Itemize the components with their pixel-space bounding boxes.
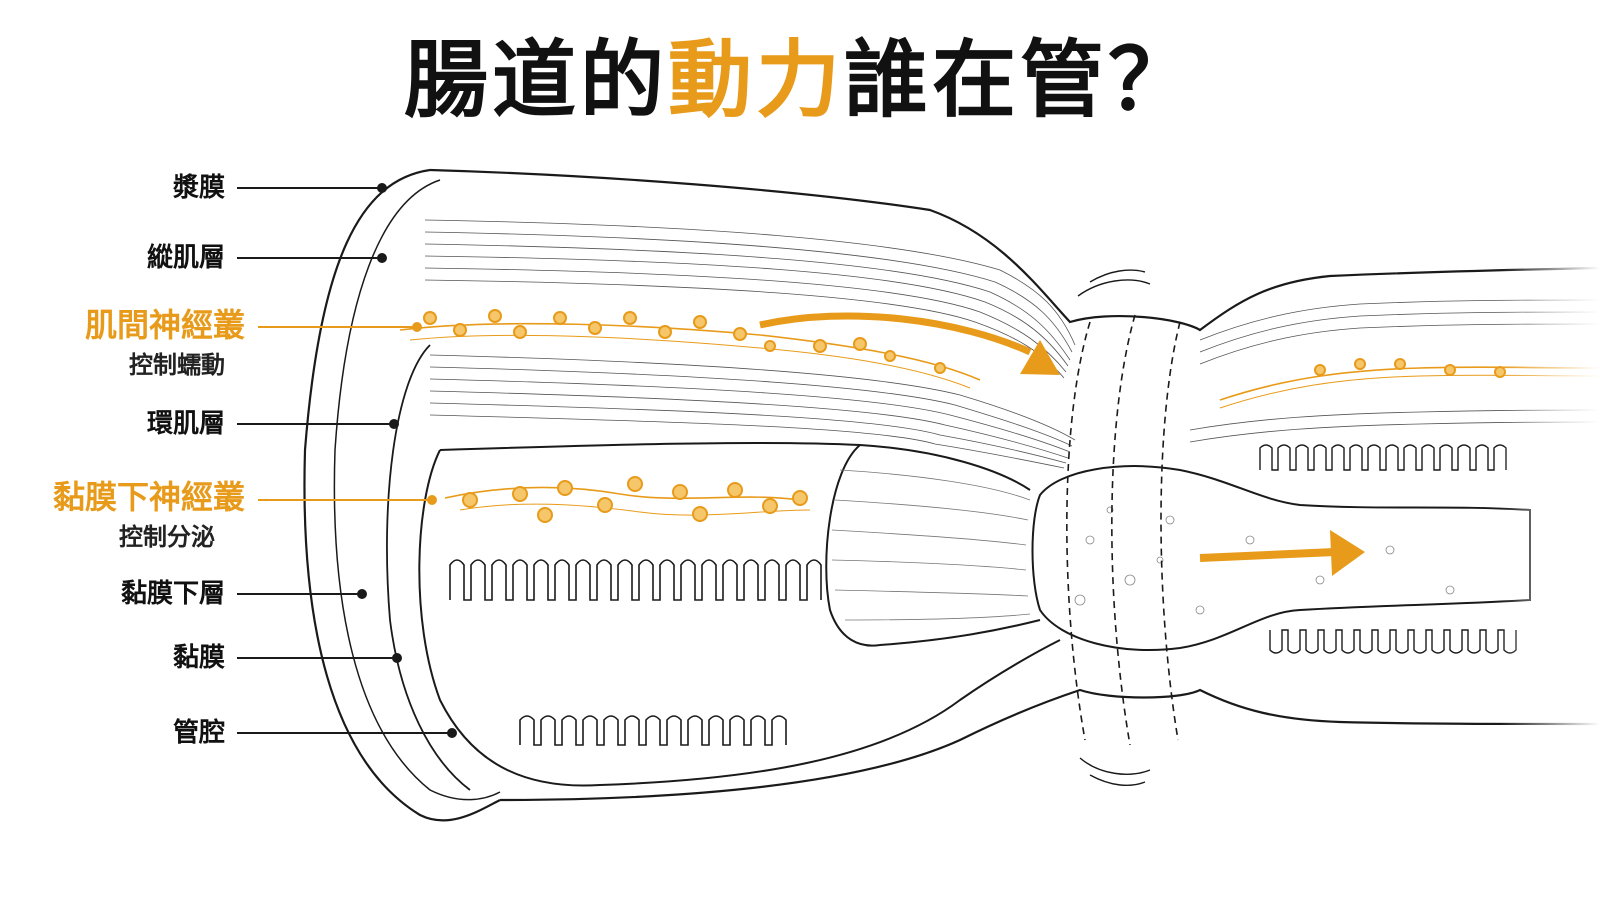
label-mucosa: 黏膜 (172, 643, 225, 673)
lumen-texture (831, 469, 1031, 621)
label-submucosal-plexus: 黏膜下神經叢 (52, 478, 245, 516)
label-myenteric-plexus-desc: 控制蠕動 (129, 351, 225, 379)
mucosa-villi-lower (519, 715, 787, 746)
peristalsis-arrow-icon (759, 312, 1032, 356)
outer-tube (303, 168, 1600, 822)
label-lumen: 管腔 (172, 718, 225, 748)
peristalsis-arrowhead-icon (1020, 340, 1060, 375)
label-myenteric-plexus: 肌間神經叢 (84, 306, 245, 344)
food-bolus-texture (1074, 506, 1455, 615)
label-serosa: 漿膜 (172, 173, 225, 203)
submucosal-plexus-network (444, 486, 811, 516)
submucosa-layer (418, 441, 1061, 787)
longitudinal-muscle-lines (424, 219, 1600, 379)
bolus-arrowhead-icon (1330, 530, 1365, 576)
leader-lines (237, 183, 457, 738)
mucosa-villi-upper (449, 559, 822, 601)
title-part-2: 誰在管？ (844, 31, 1197, 129)
contraction-motion-marks (1077, 269, 1151, 787)
title-part-1: 腸道的 (403, 31, 668, 129)
myenteric-neurons (423, 309, 1506, 378)
label-submucosa: 黏膜下層 (120, 579, 225, 609)
right-villi-upper (1259, 444, 1507, 471)
label-circular-muscle: 環肌層 (146, 409, 225, 439)
bolus-arrow-icon (1199, 548, 1336, 562)
page-title: 腸道的動力誰在管？ (0, 30, 1600, 130)
lumen-cylinder (825, 444, 1041, 647)
contraction-ring (1066, 314, 1181, 746)
title-highlight: 動力 (667, 31, 844, 129)
submucosal-neurons (462, 476, 808, 523)
circular-muscle-face (386, 344, 471, 791)
right-villi-lower (1269, 629, 1517, 654)
right-edge-fade (1500, 250, 1600, 750)
leader-lines-accent (258, 322, 437, 505)
label-submucosal-plexus-desc: 控制分泌 (119, 523, 215, 551)
circular-muscle-lines (429, 354, 1600, 469)
label-longitudinal-muscle: 縱肌層 (146, 243, 225, 273)
